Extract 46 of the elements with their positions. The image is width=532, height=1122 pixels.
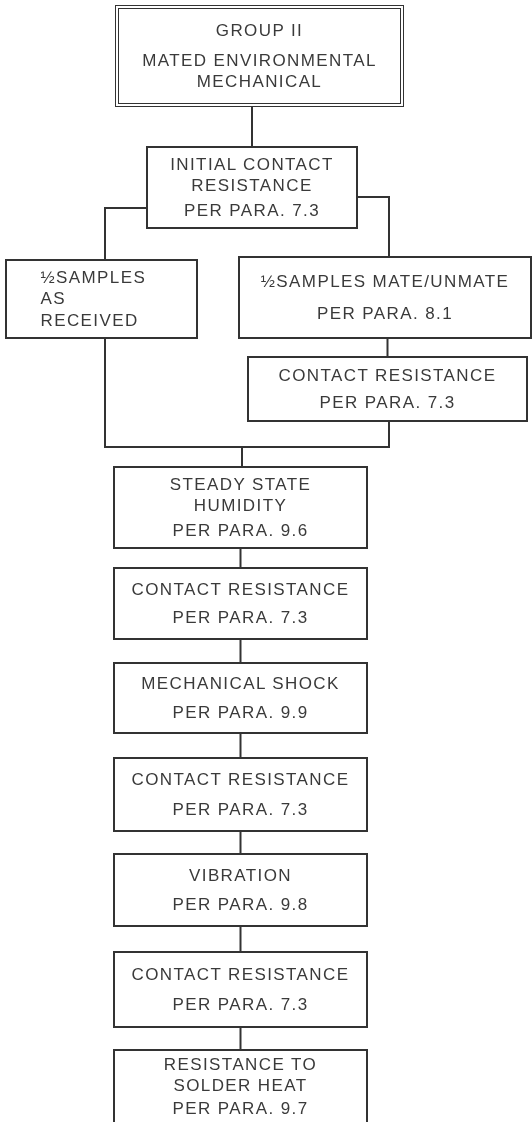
- box-text: INITIAL CONTACT RESISTANCE: [169, 153, 335, 197]
- box-text: ½SAMPLES MATE/UNMATE: [260, 270, 510, 293]
- box-text: PER PARA. 9.9: [172, 701, 309, 723]
- connector-line: [239, 1027, 242, 1050]
- process-box: [238, 256, 532, 339]
- connector-line: [239, 831, 242, 854]
- box-text: CONTACT RESISTANCE: [131, 963, 350, 986]
- box-text: MECHANICAL SHOCK: [141, 673, 340, 695]
- connector-line: [357, 196, 390, 257]
- box-text: PER PARA. 7.3: [172, 798, 309, 820]
- process-box: [113, 662, 368, 734]
- box-text: CONTACT RESISTANCE: [131, 578, 350, 600]
- connector-line: [386, 338, 389, 357]
- box-text: PER PARA. 8.1: [317, 302, 453, 325]
- box-text: PER PARA. 9.8: [172, 893, 309, 916]
- process-box: [113, 567, 368, 640]
- box-text: VIBRATION: [189, 864, 292, 887]
- box-text: PER PARA. 9.6: [172, 520, 309, 542]
- box-text: MATED ENVIRONMENTAL MECHANICAL: [141, 49, 378, 93]
- process-box: [113, 466, 368, 549]
- process-box: [247, 356, 528, 422]
- process-box: [113, 951, 368, 1028]
- connector-line: [239, 733, 242, 758]
- process-box: [113, 757, 368, 832]
- connector-line: [251, 106, 253, 147]
- box-text: STEADY STATE HUMIDITY: [168, 473, 313, 517]
- connector-line: [239, 639, 242, 663]
- box-text: GROUP II: [215, 19, 304, 41]
- process-box: [113, 853, 368, 927]
- connector-line: [239, 926, 242, 952]
- box-text: CONTACT RESISTANCE: [278, 365, 497, 387]
- box-text: PER PARA. 9.7: [172, 1097, 309, 1119]
- process-box: [113, 1049, 368, 1122]
- box-text: RESISTANCE TO SOLDER HEAT: [162, 1054, 319, 1097]
- box-text: PER PARA. 7.3: [319, 391, 456, 413]
- box-text: PER PARA. 7.3: [172, 607, 309, 629]
- box-text: PER PARA. 7.3: [172, 993, 309, 1016]
- process-box: [115, 5, 404, 107]
- connector-line: [241, 421, 390, 467]
- box-text: PER PARA. 7.3: [184, 200, 320, 222]
- box-text: ½SAMPLES AS RECEIVED: [40, 267, 148, 331]
- process-box: [146, 146, 358, 229]
- process-box: [5, 259, 198, 339]
- connector-line: [239, 548, 242, 568]
- box-text: CONTACT RESISTANCE: [131, 769, 350, 791]
- connector-line: [104, 207, 147, 260]
